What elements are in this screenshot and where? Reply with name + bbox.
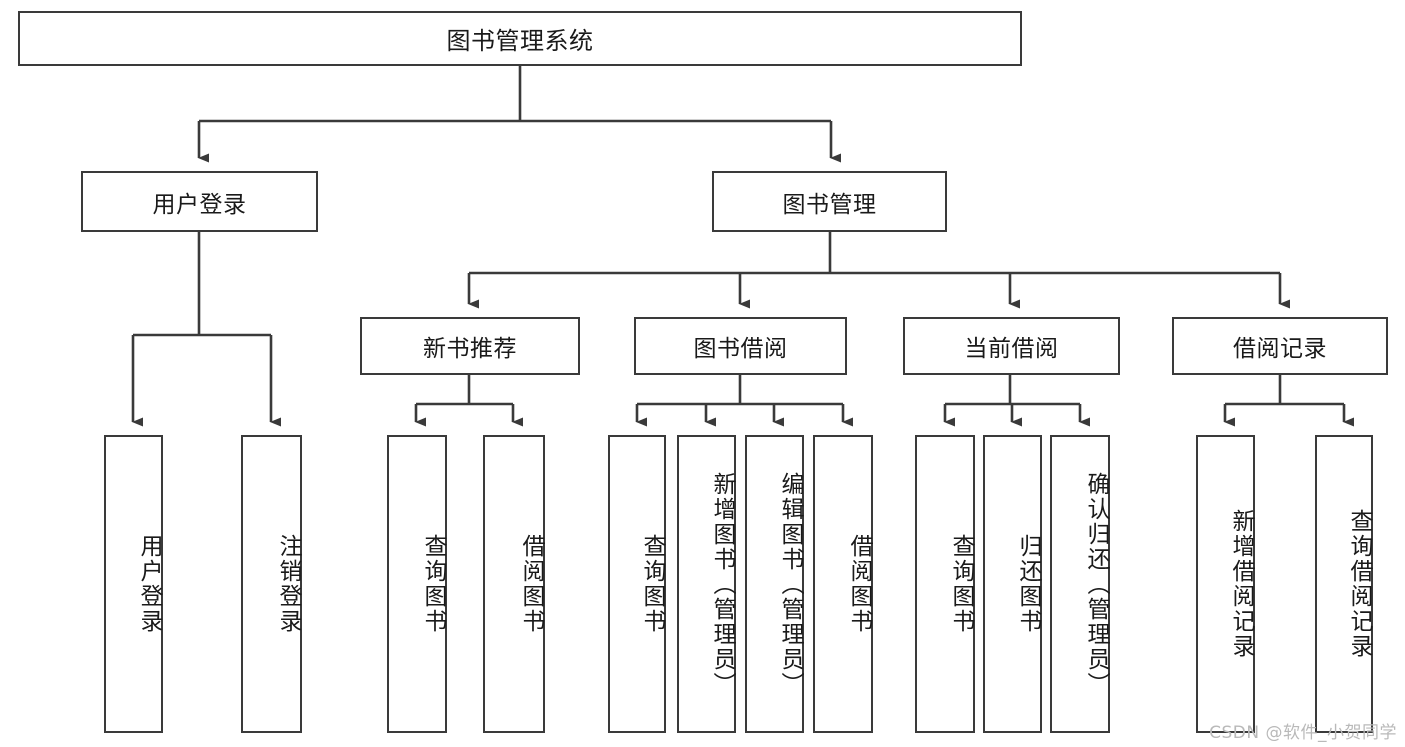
leaf-borrow-record-query[interactable]: 查询借阅记录	[1315, 435, 1373, 733]
leaf-label: 新增借阅记录	[1228, 509, 1254, 659]
csdn-watermark: CSDN @软件_小贺同学	[1209, 723, 1397, 743]
leaf-user-login-signout[interactable]: 注销登录	[241, 435, 302, 733]
leaf-label: 新增图书（管理员）	[709, 471, 735, 697]
leaf-new-book-borrow[interactable]: 借阅图书	[483, 435, 545, 733]
leaf-label: 查询图书	[948, 534, 974, 634]
leaf-label: 查询图书	[420, 534, 446, 634]
leaf-label: 确认归还（管理员）	[1083, 471, 1109, 697]
leaf-user-login-signin[interactable]: 用户登录	[104, 435, 163, 733]
leaf-new-book-query[interactable]: 查询图书	[387, 435, 447, 733]
node-borrow-record[interactable]: 借阅记录	[1172, 317, 1388, 375]
leaf-current-borrow-query[interactable]: 查询图书	[915, 435, 975, 733]
node-book-management[interactable]: 图书管理	[712, 171, 947, 232]
leaf-label: 注销登录	[275, 534, 301, 634]
leaf-label: 借阅图书	[518, 534, 544, 634]
node-current-borrow[interactable]: 当前借阅	[903, 317, 1120, 375]
leaf-label: 归还图书	[1015, 534, 1041, 634]
leaf-current-borrow-confirm-return[interactable]: 确认归还（管理员）	[1050, 435, 1110, 733]
node-root-system[interactable]: 图书管理系统	[18, 11, 1022, 66]
leaf-book-borrow-borrow[interactable]: 借阅图书	[813, 435, 873, 733]
node-user-login[interactable]: 用户登录	[81, 171, 318, 232]
leaf-borrow-record-add[interactable]: 新增借阅记录	[1196, 435, 1255, 733]
leaf-current-borrow-return[interactable]: 归还图书	[983, 435, 1042, 733]
leaf-book-borrow-edit[interactable]: 编辑图书（管理员）	[745, 435, 804, 733]
node-book-borrow[interactable]: 图书借阅	[634, 317, 847, 375]
node-new-book-recommend[interactable]: 新书推荐	[360, 317, 580, 375]
leaf-label: 查询借阅记录	[1346, 509, 1372, 659]
leaf-book-borrow-query[interactable]: 查询图书	[608, 435, 666, 733]
leaf-book-borrow-add[interactable]: 新增图书（管理员）	[677, 435, 736, 733]
leaf-label: 查询图书	[639, 534, 665, 634]
leaf-label: 用户登录	[136, 534, 162, 634]
leaf-label: 编辑图书（管理员）	[777, 471, 803, 697]
leaf-label: 借阅图书	[846, 534, 872, 634]
